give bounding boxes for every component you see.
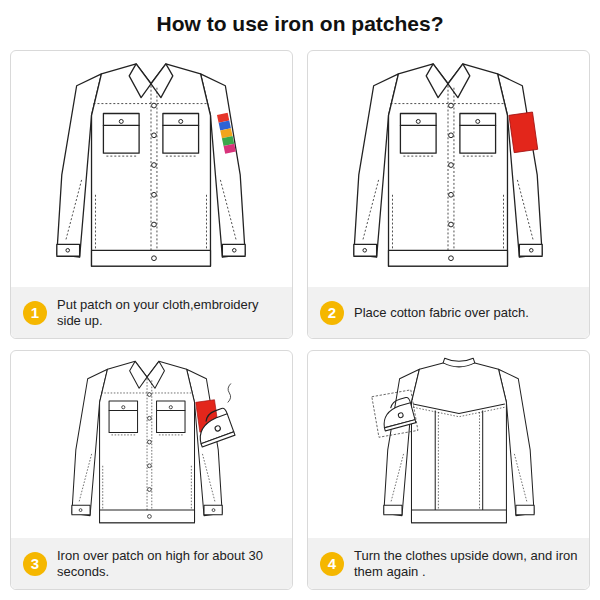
caption-bar: Iron over patch on high for about 30 sec…: [11, 538, 292, 589]
caption-bar: Put patch on your cloth,embroidery side …: [11, 287, 292, 338]
step-number-text: 4: [320, 552, 344, 576]
title: How to use iron on patches?: [0, 12, 600, 36]
step-number: 4: [320, 552, 344, 576]
step-caption: Turn the clothes upside down, and iron t…: [354, 548, 579, 580]
step-caption: Place cotton fabric over patch.: [354, 305, 579, 321]
step-number: 2: [320, 301, 344, 325]
caption-bar: Turn the clothes upside down, and iron t…: [308, 538, 589, 589]
step-number: 1: [23, 301, 47, 325]
step-number-text: 3: [23, 552, 47, 576]
jacket-illustration: [338, 56, 558, 284]
caption-bar: Place cotton fabric over patch. 2: [308, 287, 589, 338]
jacket-illustration: [60, 354, 242, 538]
step-number: 3: [23, 552, 47, 576]
step-number-text: 1: [23, 301, 47, 325]
step-number-text: 2: [320, 301, 344, 325]
step-caption: Put patch on your cloth,embroidery side …: [57, 297, 282, 329]
jacket-illustration: [41, 56, 261, 284]
step-caption: Iron over patch on high for about 30 sec…: [57, 548, 282, 580]
jacket-back-illustration: [364, 354, 546, 538]
